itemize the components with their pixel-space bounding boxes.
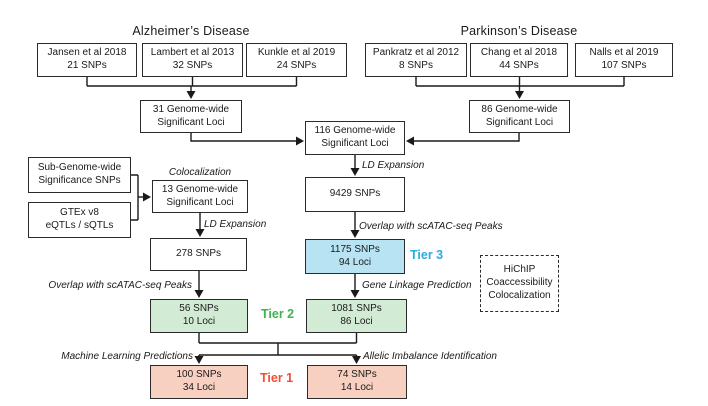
tier-2-label: Tier 2 [261, 307, 295, 321]
edge-label-gene-linkage: Gene Linkage Prediction [362, 280, 472, 291]
node-line: Kunkle et al 2019 [257, 47, 336, 59]
node-line: 107 SNPs [601, 60, 647, 71]
node-line: Sub-Genome-wide [37, 162, 122, 174]
node-chang: Chang et al 2018 44 SNPs [470, 43, 568, 77]
node-ad-significant-loci: 31 Genome-wide Significant Loci [140, 100, 242, 133]
parkinsons-title: Parkinson’s Disease [460, 24, 578, 38]
node-line: 24 SNPs [276, 60, 317, 71]
edge-pd-to-combined [406, 133, 520, 146]
node-pd-significant-loci: 86 Genome-wide Significant Loci [469, 100, 570, 133]
node-line: Significance SNPs [38, 175, 121, 186]
node-jansen: Jansen et al 2018 21 SNPs [37, 43, 137, 77]
node-gtex: GTEx v8 eQTLs / sQTLs [28, 202, 131, 238]
node-line: Significant Loci [321, 138, 389, 149]
tier-1-label: Tier 1 [260, 371, 294, 385]
node-line: 32 SNPs [172, 60, 213, 71]
node-line: 1081 SNPs [331, 303, 382, 315]
node-line: 74 SNPs [337, 369, 377, 381]
edge-pd-merge [415, 77, 625, 99]
tier-3-label: Tier 3 [410, 248, 444, 262]
node-tier1-left: 100 SNPs 34 Loci [150, 365, 248, 399]
node-line: HiChIP [503, 264, 536, 276]
node-line: 56 SNPs [179, 303, 219, 315]
node-coloc-significant-loci: 13 Genome-wide Significant Loci [152, 180, 248, 213]
node-line: Nalls et al 2019 [589, 47, 659, 59]
edge-ad-merge [86, 77, 298, 99]
node-line: Lambert et al 2013 [150, 47, 235, 59]
edge-tier2-to-tier1 [194, 333, 361, 364]
node-hichip: HiChIP Coaccessibility Colocalization [480, 255, 559, 312]
node-line: eQTLs / sQTLs [45, 220, 114, 231]
node-line: 44 SNPs [499, 60, 539, 71]
edge-label-overlap-left: Overlap with scATAC-seq Peaks [48, 280, 192, 291]
node-line: 94 Loci [338, 256, 372, 268]
node-line: 21 SNPs [67, 60, 107, 71]
node-lambert: Lambert et al 2013 32 SNPs [142, 43, 243, 77]
node-tier3: 1175 SNPs 94 Loci [305, 239, 405, 274]
node-line: 8 SNPs [399, 60, 433, 71]
node-line: Jansen et al 2018 [47, 47, 127, 59]
node-line: 1175 SNPs [330, 243, 380, 255]
node-tier2-right: 1081 SNPs 86 Loci [306, 299, 407, 333]
edge-label-ml-predictions: Machine Learning Predictions [61, 351, 193, 362]
edge-label-ld-expansion-right: LD Expansion [362, 160, 425, 171]
node-line: 31 Genome-wide [152, 103, 230, 115]
alzheimers-title: Alzheimer’s Disease [132, 24, 250, 38]
edge-label-allelic-imbalance: Allelic Imbalance Identification [363, 351, 497, 362]
node-line: Chang et al 2018 [480, 47, 558, 59]
node-nalls: Nalls et al 2019 107 SNPs [575, 43, 673, 77]
node-line: 278 SNPs [175, 248, 222, 260]
node-line: 9429 SNPs [329, 188, 381, 200]
node-line: Significant Loci [485, 116, 554, 128]
node-line: Coaccessibility [486, 277, 553, 289]
edge-label-overlap-right: Overlap with scATAC-seq Peaks [359, 221, 503, 232]
node-kunkle: Kunkle et al 2019 24 SNPs [246, 43, 347, 77]
node-line: 86 Genome-wide [481, 103, 558, 115]
node-line: 86 Loci [340, 316, 373, 327]
node-line: 13 Genome-wide [161, 183, 239, 195]
edge-label-colocalization: Colocalization [168, 167, 232, 178]
node-9429-snps: 9429 SNPs [305, 177, 405, 212]
node-line: 100 SNPs [176, 369, 222, 381]
node-line: 116 Genome-wide [314, 125, 396, 137]
edge-label-ld-expansion-left: LD Expansion [204, 219, 267, 230]
node-line: Significant Loci [166, 196, 234, 208]
node-line: Pankratz et al 2012 [372, 47, 460, 59]
node-line: Significant Loci [157, 116, 225, 128]
node-tier1-right: 74 SNPs 14 Loci [307, 365, 407, 399]
node-pankratz: Pankratz et al 2012 8 SNPs [365, 43, 467, 77]
edge-ad-to-combined [190, 133, 304, 146]
node-sub-genome-snps: Sub-Genome-wide Significance SNPs [28, 157, 131, 193]
node-line: Colocalization [488, 289, 551, 301]
edge-colocalization-bracket [131, 174, 151, 221]
node-line: GTEx v8 [60, 207, 99, 219]
node-line: 10 Loci [182, 316, 216, 327]
node-tier2-left: 56 SNPs 10 Loci [150, 299, 248, 333]
node-line: 34 Loci [182, 382, 216, 393]
node-278-snps: 278 SNPs [150, 238, 247, 271]
node-line: 14 Loci [340, 382, 374, 393]
node-combined-significant-loci: 116 Genome-wide Significant Loci [305, 121, 405, 155]
